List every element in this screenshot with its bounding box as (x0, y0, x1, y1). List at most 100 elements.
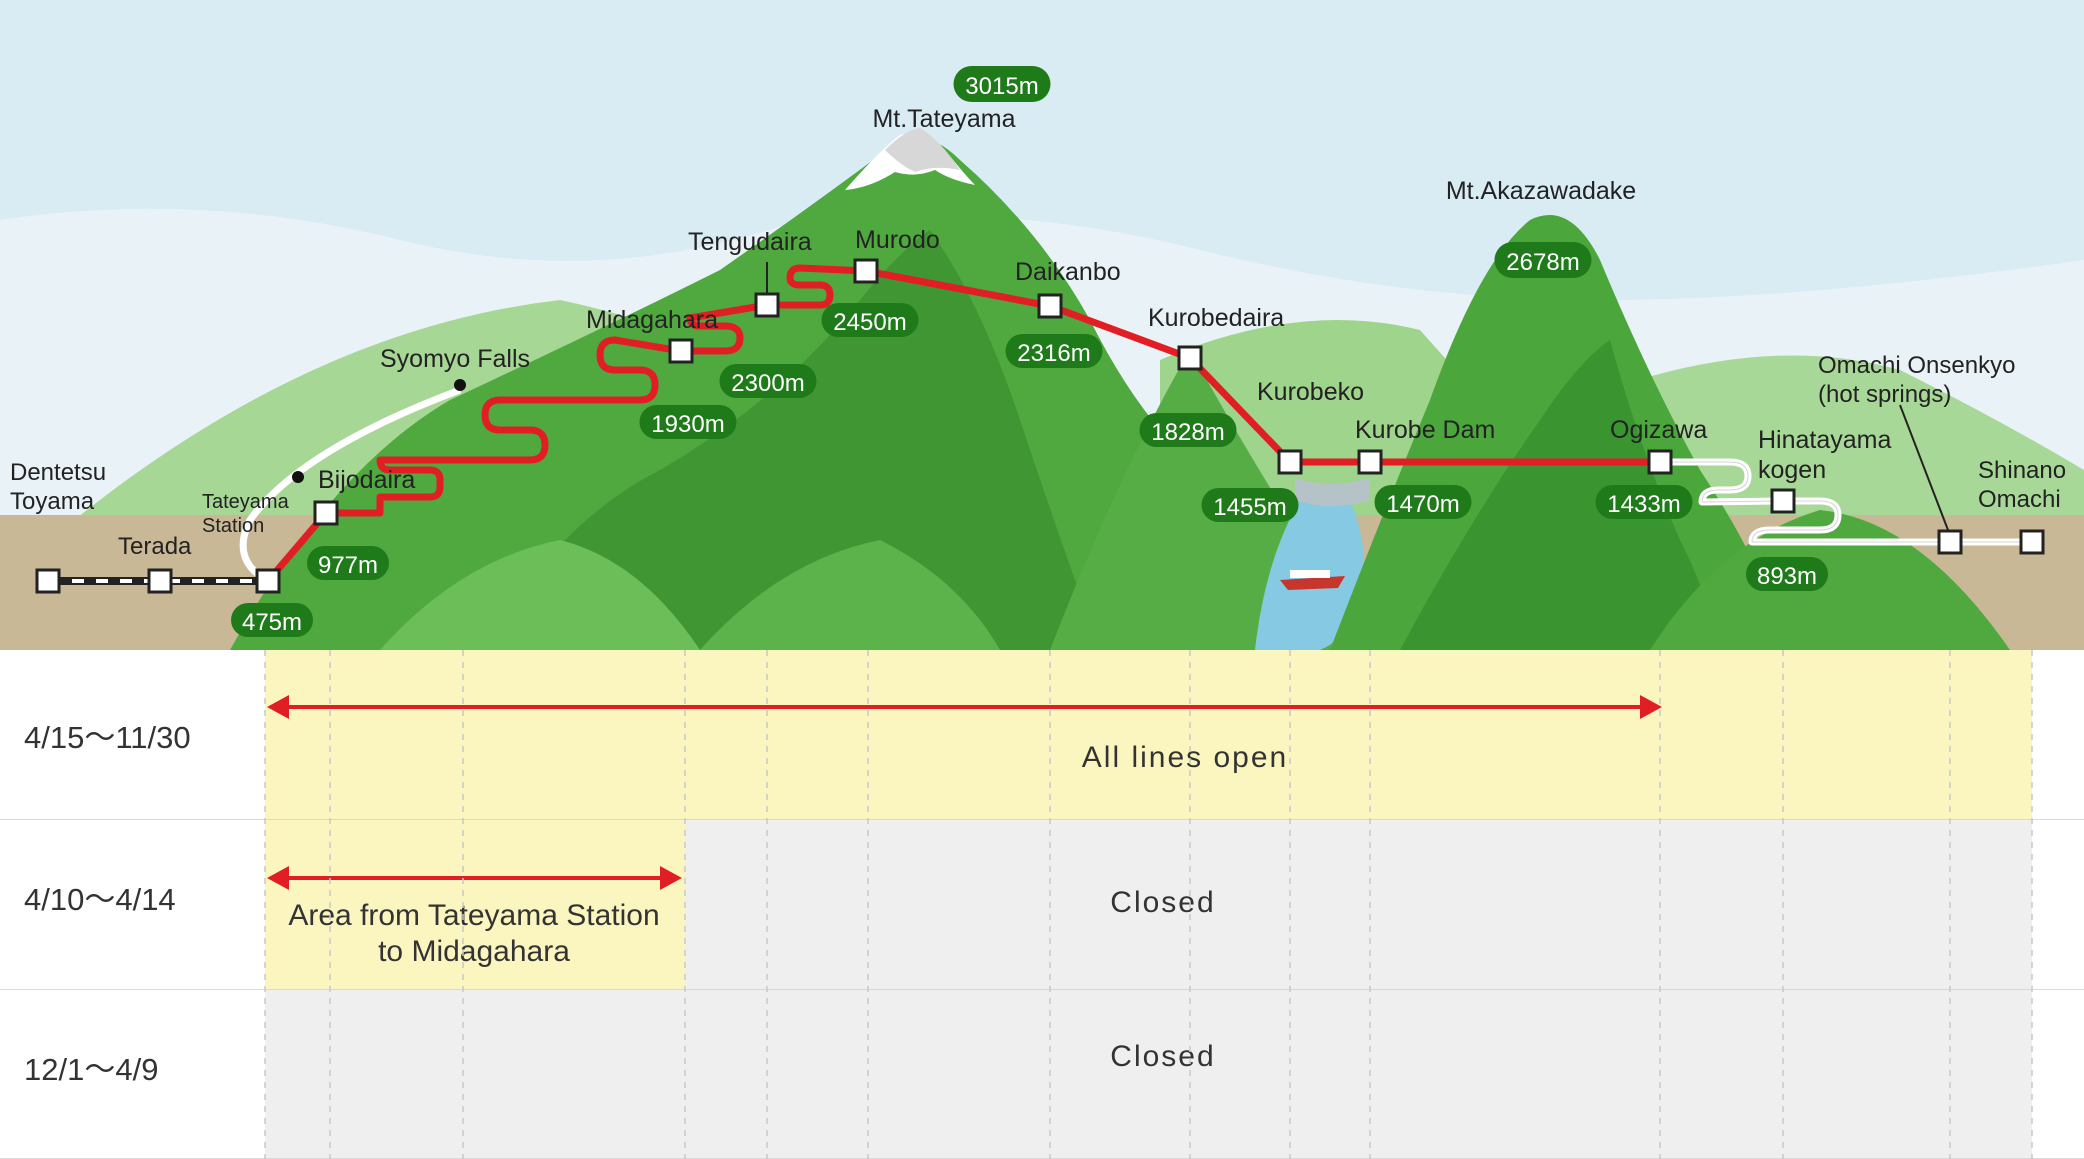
elevation-text-kurobeko: 1455m (1213, 494, 1286, 521)
station-marker-kurobe-dam (1357, 449, 1383, 475)
elevation-text-bijodaira: 977m (318, 552, 378, 579)
station-marker-murodo (853, 258, 879, 284)
station-marker-daikanbo (1037, 293, 1063, 319)
range-arrow (267, 866, 682, 890)
elevation-text-daikanbo: 2316m (1017, 340, 1090, 367)
station-label-hinatayama-kogen: Hinatayama (1758, 426, 1891, 454)
status-label: All lines open (1082, 741, 1288, 774)
station-marker-terada (147, 568, 173, 594)
elevation-badge-daikanbo (1005, 334, 1103, 368)
syomyo-falls-marker (454, 379, 466, 391)
station-marker-kurobedaira (1177, 345, 1203, 371)
foothill-2 (700, 540, 1000, 650)
station-label-shinano-omachi: Omachi (1978, 486, 2061, 513)
status-label: Closed (1110, 1040, 1215, 1073)
station-marker-kurobeko (1277, 449, 1303, 475)
elevation-badge-hinatayama-kogen (1746, 557, 1828, 591)
station-marker-hinatayama-kogen (1770, 488, 1796, 514)
station-marker-tateyama-station (255, 568, 281, 594)
elevation-text-midagahara: 1930m (651, 411, 724, 438)
foothill-right (1650, 510, 2010, 650)
mountain-elevation-badge (953, 66, 1051, 102)
elevation-badge-tengudaira (719, 364, 817, 398)
schedule-row: 4/10〜4/14 Closed Area from Tateyama Statio… (0, 820, 2084, 991)
station-label-kurobeko: Kurobeko (1257, 378, 1364, 406)
station-label-hinatayama-kogen: kogen (1758, 456, 1826, 484)
station-marker-ogizawa (1647, 449, 1673, 475)
station-label-omachi-onsenkyo: Omachi Onsenkyo (1818, 352, 2015, 379)
partial-open-area (265, 820, 685, 990)
mountain-name: Mt.Tateyama (872, 105, 1015, 133)
mountain-tateyama-ridge (480, 230, 1100, 650)
elevation-text-ogizawa: 1433m (1607, 491, 1680, 518)
syomyo-falls-label: Syomyo Falls (380, 345, 530, 373)
station-marker-midagahara (668, 338, 694, 364)
elevation-badge-murodo (821, 303, 919, 337)
station-marker-tengudaira (754, 292, 780, 318)
elevation-text-kurobe-dam: 1470m (1386, 491, 1459, 518)
station-label-tateyama-station: Tateyama (202, 491, 290, 513)
station-label-bijodaira: Bijodaira (318, 466, 415, 494)
period-label: 4/10〜4/14 (24, 882, 176, 917)
station-label-dentetsu-toyama: Toyama (10, 488, 95, 515)
station-label-shinano-omachi: Shinano (1978, 457, 2066, 484)
station-marker-omachi-onsenkyo (1937, 529, 1963, 555)
column-guides (264, 650, 2033, 1159)
mountain-akazawadake-ridge (1400, 340, 1720, 650)
alpine-route (265, 264, 1660, 584)
mountain-elevation: 2678m (1506, 249, 1579, 276)
station-label-tateyama-station: Station (202, 515, 264, 537)
elevation-badge-midagahara (639, 405, 737, 439)
partial-label: Area from Tateyama Station (288, 899, 659, 932)
closed-area (265, 990, 2032, 1159)
station-label-terada: Terada (118, 533, 192, 560)
onsenkyo-leader (1899, 404, 1949, 531)
station-marker-shinano-omachi (2019, 529, 2045, 555)
station-label-ogizawa: Ogizawa (1610, 416, 1707, 444)
syomyo-path (239, 386, 462, 585)
open-area (265, 650, 2032, 820)
mountain-name: Mt.Akazawadake (1446, 177, 1636, 205)
mountain-daikanbo (1050, 350, 1340, 650)
elevation-badge-bijodaira (307, 546, 389, 580)
station-label-tengudaira: Tengudaira (688, 228, 812, 256)
elevation-badge-kurobe-dam (1374, 485, 1472, 519)
elevation-text-tateyama-station: 475m (242, 609, 302, 636)
period-label: 4/15〜11/30 (24, 720, 191, 755)
peak-rock (885, 128, 960, 172)
station-label-murodo: Murodo (855, 226, 940, 254)
station-label-kurobe-dam: Kurobe Dam (1355, 416, 1495, 444)
station-label-dentetsu-toyama: Dentetsu (10, 459, 106, 486)
elevation-text-murodo: 2450m (833, 309, 906, 336)
kurobe-dam-wall (1295, 478, 1370, 506)
elevation-badge-kurobeko (1201, 488, 1299, 522)
station-marker-bijodaira (313, 500, 339, 526)
partial-label: to Midagahara (378, 935, 570, 968)
schedule-row: 12/1〜4/9 Closed (0, 990, 2084, 1159)
station-marker-dentetsu-toyama (35, 568, 61, 594)
sightseeing-boat (1280, 570, 1345, 590)
stations (35, 258, 2045, 594)
elevation-badge-ogizawa (1595, 485, 1693, 519)
foothill-1 (380, 540, 700, 650)
elevation-text-hinatayama-kogen: 893m (1757, 563, 1817, 590)
station-label-daikanbo: Daikanbo (1015, 258, 1121, 286)
elevation-badge-kurobedaira (1139, 413, 1237, 447)
elevation-badge-tateyama-station (231, 603, 313, 637)
station-label-kurobedaira: Kurobedaira (1148, 304, 1284, 332)
station-label-midagahara: Midagahara (586, 306, 718, 334)
period-label: 12/1〜4/9 (24, 1052, 158, 1087)
station-label-omachi-onsenkyo: (hot springs) (1818, 381, 1951, 408)
mountain-elevation-badge (1494, 242, 1592, 278)
elevation-text-tengudaira: 2300m (731, 370, 804, 397)
bijodaira-dot (292, 471, 304, 483)
range-arrow (267, 695, 1662, 719)
status-label: Closed (1110, 886, 1215, 919)
mountain-elevation: 3015m (965, 73, 1038, 100)
elevation-text-kurobedaira: 1828m (1151, 419, 1224, 446)
